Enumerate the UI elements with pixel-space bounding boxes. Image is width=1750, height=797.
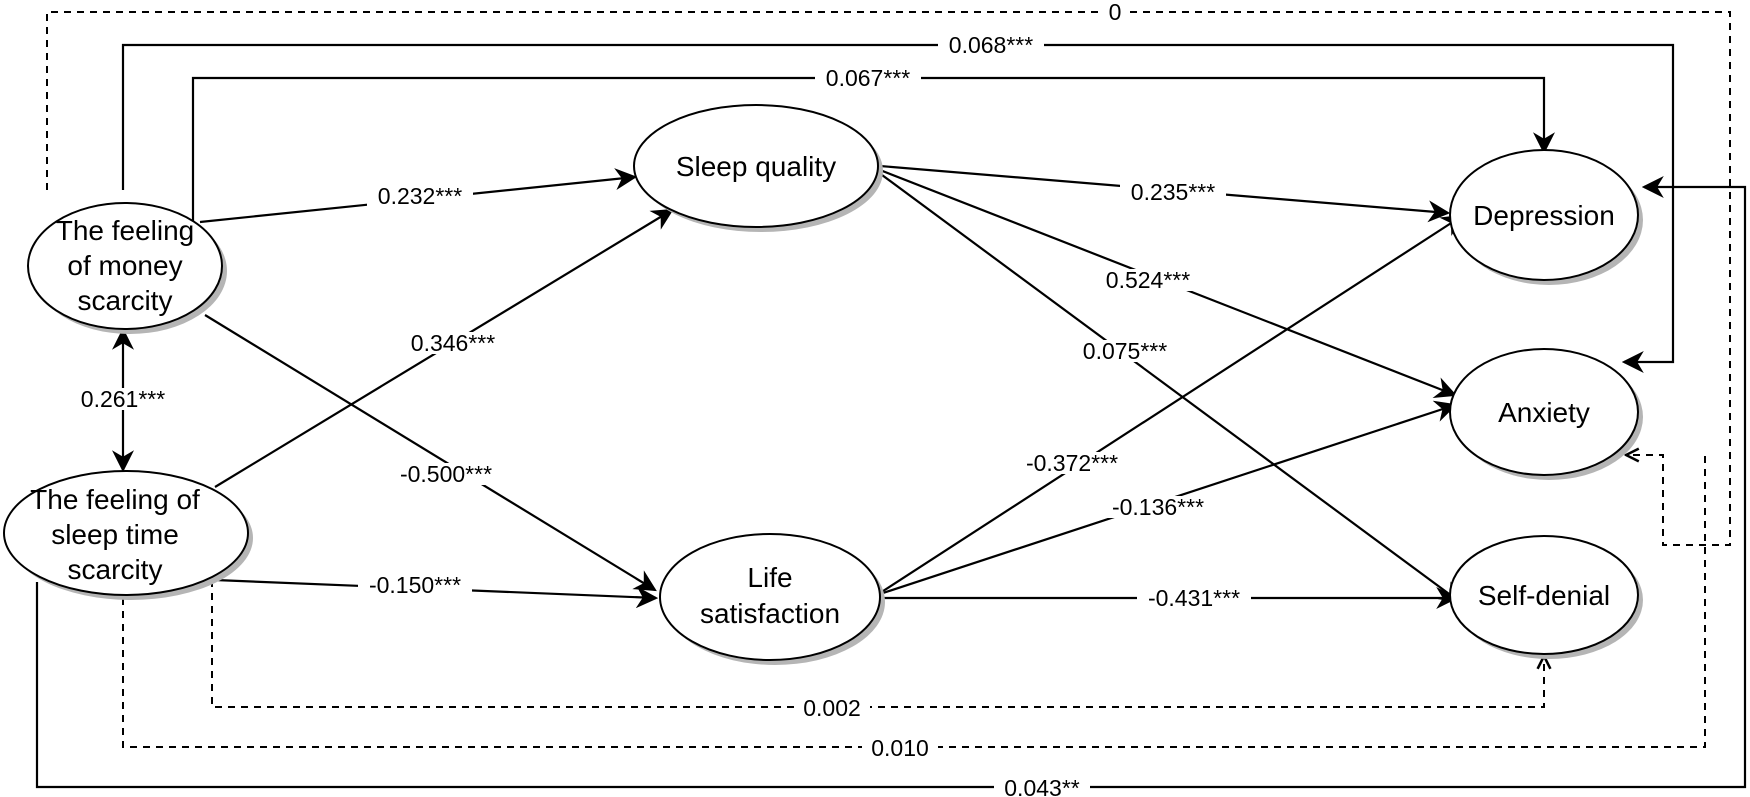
edge-label-money-depression: 0.067***	[815, 65, 921, 91]
svg-text:0.075***: 0.075***	[1083, 338, 1167, 364]
node-money-scarcity: The feeling of money scarcity	[27, 202, 227, 334]
svg-text:0.235***: 0.235***	[1131, 179, 1215, 205]
svg-text:-0.372***: -0.372***	[1026, 450, 1118, 476]
svg-text:0.346***: 0.346***	[411, 330, 495, 356]
edge-sleep-time-depression	[35, 176, 1747, 789]
node-sleep-time-label-3: scarcity	[68, 554, 163, 585]
edge-label-money-anxiety: 0.068***	[938, 32, 1044, 58]
svg-text:0.261***: 0.261***	[81, 386, 165, 412]
svg-text:-0.136***: -0.136***	[1112, 494, 1204, 520]
edge-sleep-time-self-denial-dashed	[211, 580, 1544, 708]
edge-label-sleep-time-self-denial: 0.002	[794, 695, 870, 721]
svg-text:0.043**: 0.043**	[1004, 775, 1080, 797]
node-anxiety-label: Anxiety	[1498, 397, 1590, 428]
node-money-label-1: The feeling	[56, 215, 195, 246]
node-life-satisfaction: Life satisfaction	[659, 533, 885, 665]
node-sleep-quality-label: Sleep quality	[676, 151, 836, 182]
node-depression-label: Depression	[1473, 200, 1615, 231]
svg-text:-0.431***: -0.431***	[1148, 585, 1240, 611]
node-money-label-3: scarcity	[78, 285, 173, 316]
svg-text:0.232***: 0.232***	[378, 183, 462, 209]
edge-label-sleep-time-depression: 0.043**	[994, 775, 1090, 797]
node-self-denial: Self-denial	[1449, 535, 1643, 659]
svg-text:-0.500***: -0.500***	[400, 461, 492, 487]
edge-label-sleep-quality-anxiety: 0.524***	[1095, 267, 1201, 293]
edge-sleep-quality-self-denial	[881, 174, 1462, 604]
edge-label-money-sleep-quality: 0.232***	[367, 183, 473, 209]
node-sleep-time-label-2: sleep time	[51, 519, 179, 550]
edge-label-sleep-time-sleep-quality: 0.346***	[400, 330, 506, 356]
node-anxiety: Anxiety	[1449, 348, 1643, 480]
edge-money-anxiety	[121, 43, 1675, 373]
svg-text:0: 0	[1109, 0, 1122, 25]
node-depression: Depression	[1449, 149, 1643, 285]
edge-label-money-anxiety-dashed: 0	[1100, 0, 1130, 25]
edge-label-money-life-satisfaction: -0.500***	[389, 461, 503, 487]
svg-text:-0.150***: -0.150***	[369, 572, 461, 598]
edge-life-depression	[879, 214, 1464, 594]
edge-label-sleep-quality-depression: 0.235***	[1120, 179, 1226, 205]
node-life-label-1: Life	[747, 562, 792, 593]
edge-label-money-sleep-time: 0.261***	[70, 386, 176, 412]
edge-label-sleep-time-life-satisfaction: -0.150***	[358, 572, 472, 598]
edge-label-life-depression: -0.372***	[1015, 450, 1129, 476]
svg-text:0.524***: 0.524***	[1106, 267, 1190, 293]
svg-text:0.010: 0.010	[871, 735, 929, 761]
edge-money-anxiety-dashed	[46, 11, 1731, 546]
node-life-label-2: satisfaction	[700, 598, 840, 629]
node-money-label-2: of money	[67, 250, 182, 281]
node-sleep-time-label-1: The feeling of	[30, 484, 200, 515]
edge-label-life-anxiety: -0.136***	[1101, 494, 1215, 520]
edge-money-life-satisfaction	[204, 314, 657, 592]
node-sleep-quality: Sleep quality	[633, 104, 883, 232]
svg-text:0.068***: 0.068***	[949, 32, 1033, 58]
svg-text:0.002: 0.002	[803, 695, 861, 721]
edge-label-sleep-time-anxiety: 0.010	[862, 735, 938, 761]
node-self-denial-label: Self-denial	[1478, 580, 1610, 611]
svg-text:0.067***: 0.067***	[826, 65, 910, 91]
node-sleep-time-scarcity: The feeling of sleep time scarcity	[3, 470, 253, 600]
edge-label-sleep-quality-self-denial: 0.075***	[1072, 338, 1178, 364]
edge-label-life-self-denial: -0.431***	[1137, 585, 1251, 611]
